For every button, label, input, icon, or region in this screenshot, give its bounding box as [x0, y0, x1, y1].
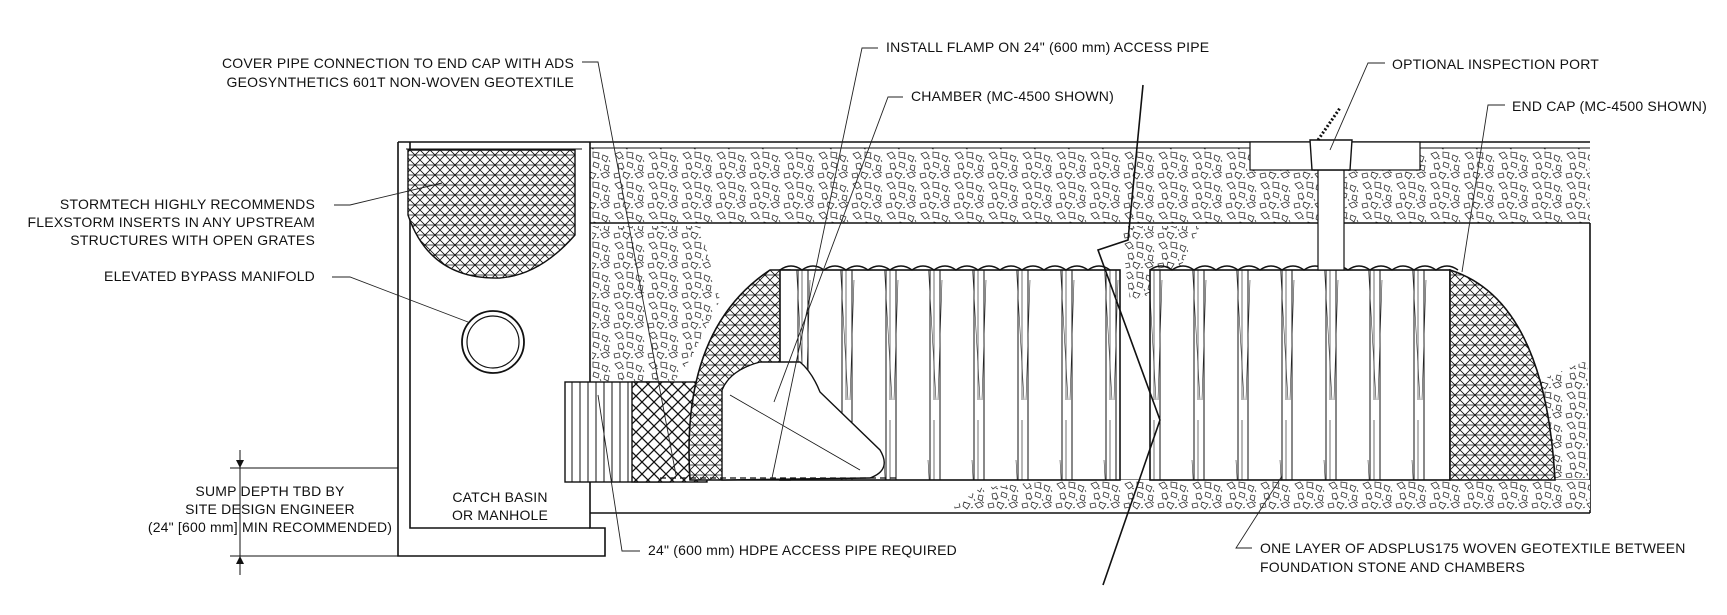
label-geotextile-cover-1: COVER PIPE CONNECTION TO END CAP WITH AD…: [222, 55, 574, 71]
label-catch-basin-1: CATCH BASIN: [452, 489, 547, 505]
annotations: COVER PIPE CONNECTION TO END CAP WITH AD…: [28, 39, 1707, 575]
chamber-row: [660, 107, 1556, 481]
sump-dimension: [230, 450, 398, 575]
label-foundation-2: FOUNDATION STONE AND CHAMBERS: [1260, 559, 1525, 575]
label-sump-3: (24" [600 mm] MIN RECOMMENDED): [148, 519, 392, 535]
leader-lines: [332, 47, 1505, 552]
label-sump-2: SITE DESIGN ENGINEER: [185, 501, 355, 517]
label-inspection-port: OPTIONAL INSPECTION PORT: [1392, 56, 1599, 72]
break-line: [1096, 84, 1161, 586]
inspection-port-cap: [1309, 139, 1353, 171]
end-cap-right: [1449, 268, 1556, 481]
label-access-pipe: 24" (600 mm) HDPE ACCESS PIPE REQUIRED: [648, 542, 957, 558]
catch-basin-structure: [397, 141, 606, 557]
label-sump-1: SUMP DEPTH TBD BY: [195, 483, 345, 499]
flexstorm-insert: [407, 149, 576, 279]
label-flexstorm-1: STORMTECH HIGHLY RECOMMENDS: [60, 196, 315, 212]
label-chamber: CHAMBER (MC-4500 SHOWN): [911, 88, 1114, 104]
cover-stone-layer: [590, 141, 1590, 224]
label-catch-basin-2: OR MANHOLE: [452, 507, 548, 523]
label-geotextile-cover-2: GEOSYNTHETICS 601T NON-WOVEN GEOTEXTILE: [227, 74, 575, 90]
hdpe-access-pipe: [564, 381, 708, 483]
flamp: [721, 361, 885, 481]
label-flexstorm-3: STRUCTURES WITH OPEN GRATES: [70, 232, 315, 248]
inspection-port-riser: [1317, 169, 1345, 271]
label-bypass: ELEVATED BYPASS MANIFOLD: [104, 268, 315, 284]
label-end-cap: END CAP (MC-4500 SHOWN): [1512, 98, 1707, 114]
label-flamp: INSTALL FLAMP ON 24" (600 mm) ACCESS PIP…: [886, 39, 1209, 55]
label-flexstorm-2: FLEXSTORM INSERTS IN ANY UPSTREAM: [28, 214, 315, 230]
label-foundation-1: ONE LAYER OF ADSPLUS175 WOVEN GEOTEXTILE…: [1260, 540, 1686, 556]
